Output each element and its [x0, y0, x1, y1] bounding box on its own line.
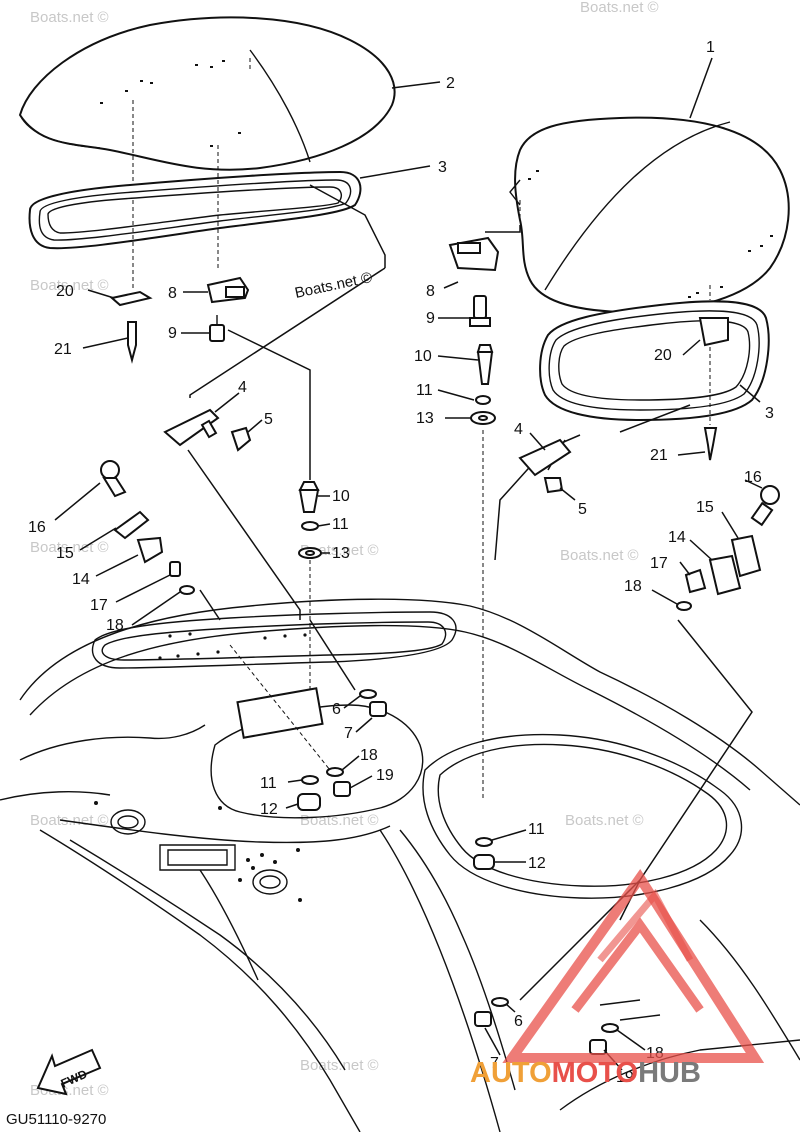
callout-2: 2	[446, 75, 455, 92]
callout-3: 3	[438, 159, 447, 176]
callout-20: 20	[56, 283, 74, 300]
callout-10: 10	[332, 488, 350, 505]
callout-15: 15	[696, 499, 714, 516]
callout-11: 11	[416, 382, 433, 399]
watermark-text: Boats.net ©	[30, 539, 109, 556]
watermark-text: Boats.net ©	[293, 269, 373, 302]
callout-18: 18	[360, 747, 378, 764]
callout-17: 17	[90, 597, 108, 614]
callout-3: 3	[765, 405, 774, 422]
callout-13: 13	[416, 410, 434, 427]
callout-7: 7	[344, 725, 353, 742]
callout-14: 14	[72, 571, 90, 588]
left-seat-gasket	[28, 170, 362, 250]
watermark-text: Boats.net ©	[300, 812, 379, 829]
callout-leaders	[54, 57, 763, 1071]
deck-holes	[94, 801, 302, 902]
callout-6: 6	[332, 701, 341, 718]
left-seat	[18, 16, 396, 200]
svg-text:AUTOMOTOHUB: AUTOMOTOHUB	[470, 1057, 701, 1089]
callout-13: 13	[332, 545, 350, 562]
callout-4: 4	[238, 379, 247, 396]
callout-16: 16	[744, 469, 762, 486]
callout-20: 20	[654, 347, 672, 364]
callout-18: 18	[624, 578, 642, 595]
callout-9: 9	[426, 310, 435, 327]
callout-1: 1	[706, 39, 715, 56]
callout-15: 15	[56, 545, 74, 562]
callout-5: 5	[578, 501, 587, 518]
hardware-parts	[100, 236, 780, 1055]
logo-text-auto: AUTO	[470, 1057, 552, 1089]
callout-12: 12	[528, 855, 546, 872]
callout-19: 19	[376, 767, 394, 784]
watermark-text: Boats.net ©	[300, 1057, 379, 1074]
deck-holes	[158, 632, 307, 660]
callout-21: 21	[650, 447, 668, 464]
callout-8: 8	[426, 283, 435, 300]
callout-11: 11	[260, 775, 277, 792]
logo-text-hub: HUB	[638, 1057, 701, 1089]
right-seat	[509, 116, 790, 314]
watermark-text: Boats.net ©	[580, 0, 659, 16]
watermark-text: Boats.net ©	[30, 812, 109, 829]
diagram-code: GU51110-9270	[6, 1111, 106, 1128]
callout-labels: 1 2 3 3 20 8 21 9 4 5 10 11 13 16 15 14 …	[28, 39, 774, 1086]
callout-21: 21	[54, 341, 72, 358]
watermark-text: Boats.net ©	[560, 547, 639, 564]
callout-14: 14	[668, 529, 686, 546]
callout-4: 4	[514, 421, 523, 438]
callout-19: 19	[616, 1069, 634, 1086]
callout-7: 7	[490, 1055, 499, 1072]
hull-deck	[0, 598, 800, 1132]
watermark-text: Boats.net ©	[30, 9, 109, 26]
callout-10: 10	[414, 348, 432, 365]
callout-17: 17	[650, 555, 668, 572]
callout-12: 12	[260, 801, 278, 818]
callout-11: 11	[528, 821, 545, 838]
automotohub-logo: AUTOMOTOHUB	[470, 869, 765, 1089]
callout-5: 5	[264, 411, 273, 428]
callout-18: 18	[106, 617, 124, 634]
watermark-text: Boats.net ©	[565, 812, 644, 829]
callout-16: 16	[28, 519, 46, 536]
callout-11: 11	[332, 516, 349, 533]
logo-text-moto: MOTO	[552, 1057, 638, 1089]
callout-8: 8	[168, 285, 177, 302]
callout-9: 9	[168, 325, 177, 342]
callout-6: 6	[514, 1013, 523, 1030]
